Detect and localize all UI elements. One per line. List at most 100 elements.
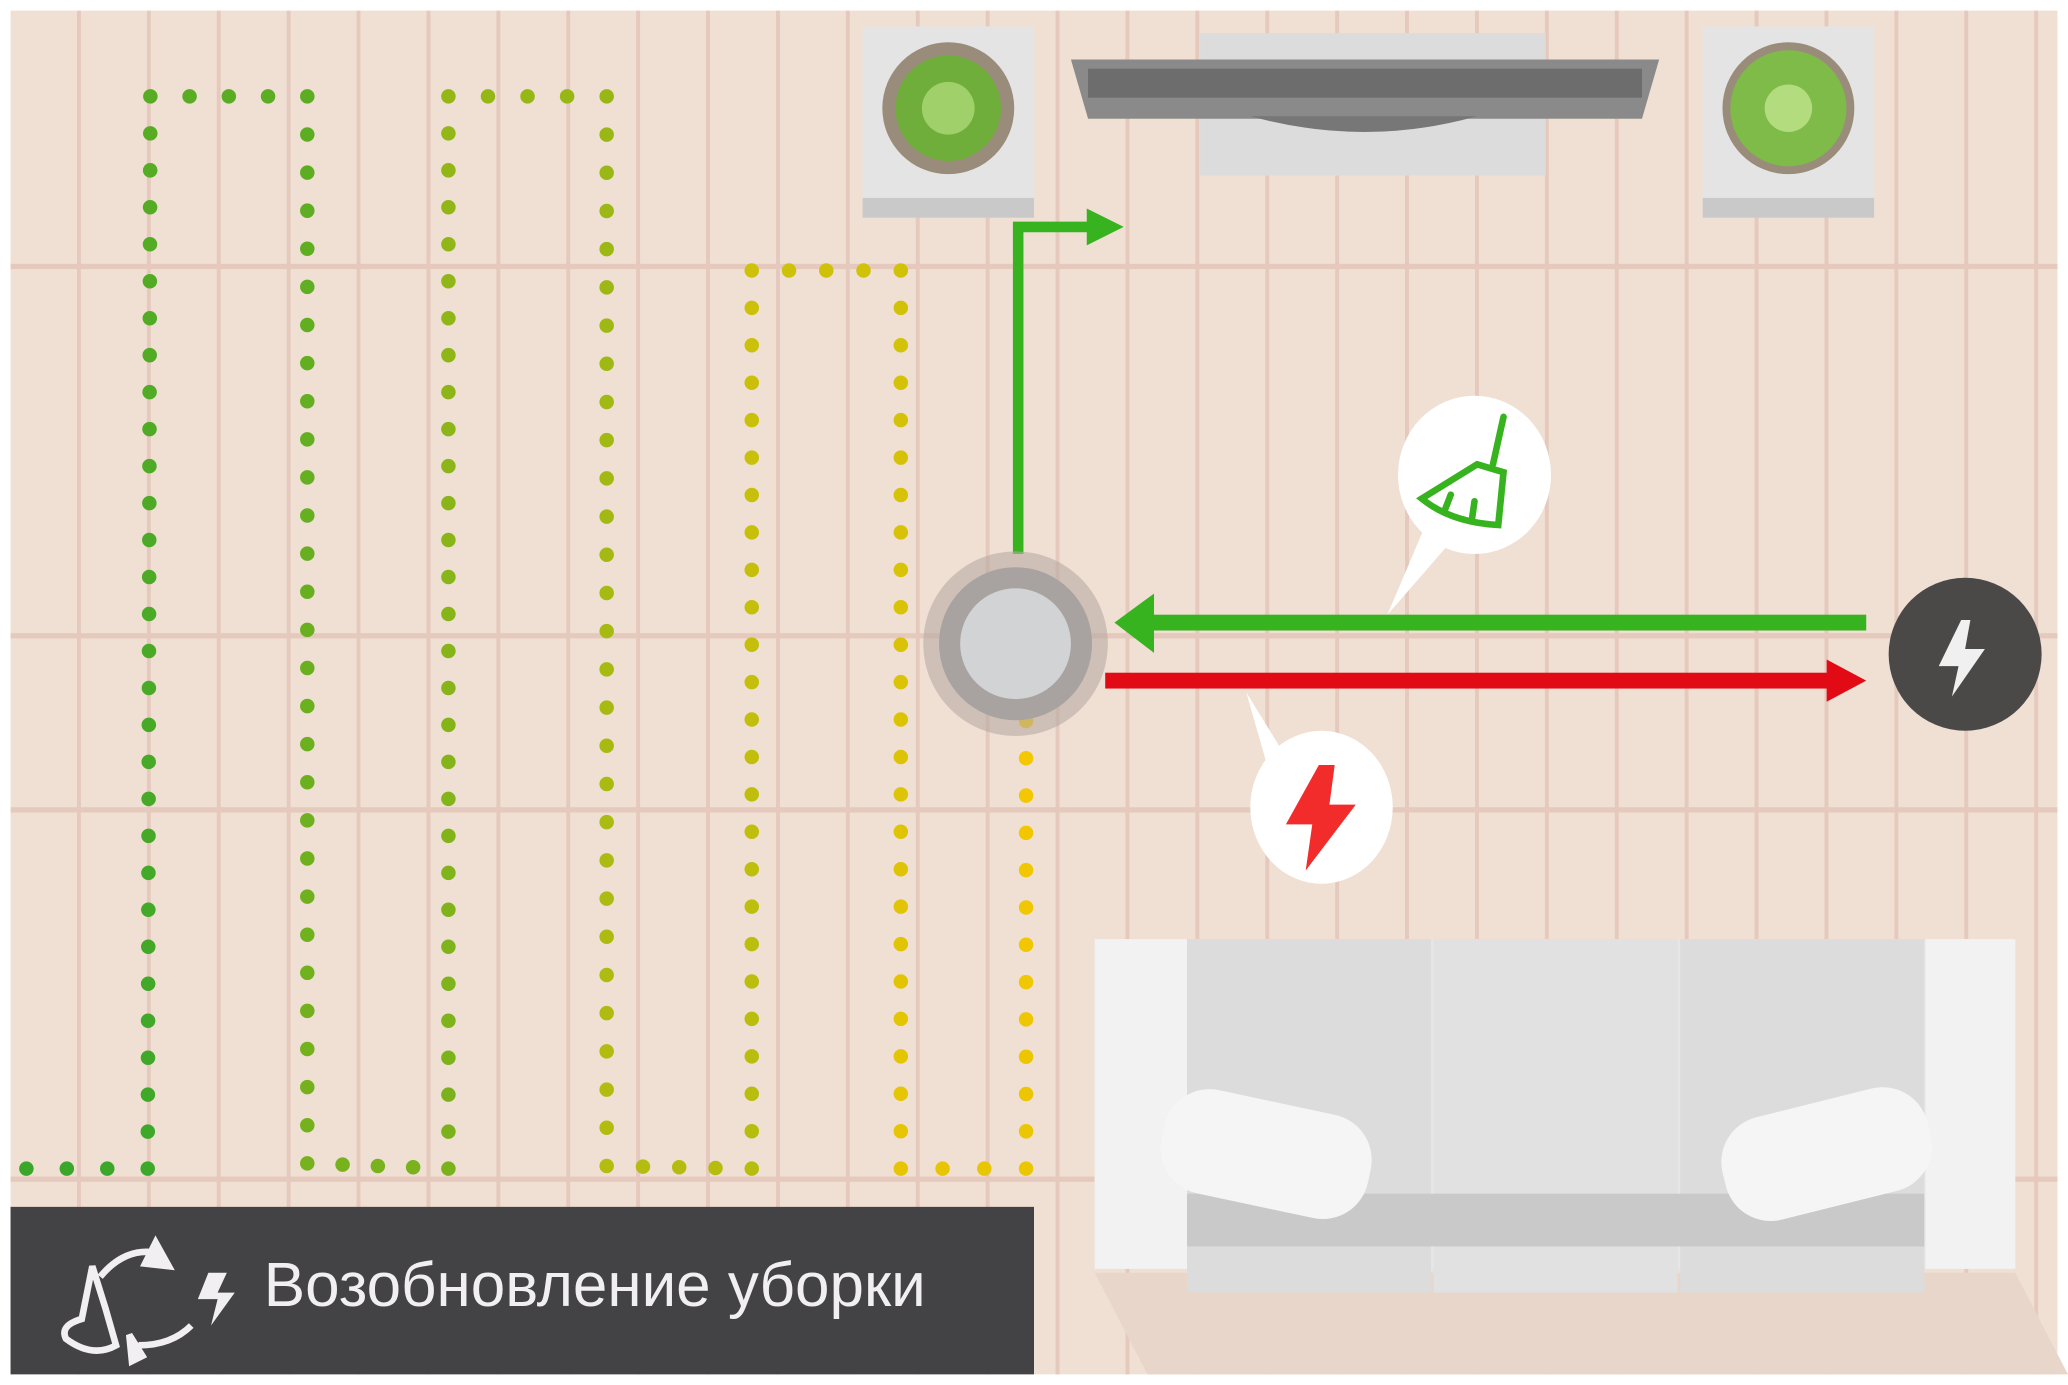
path-dot xyxy=(893,562,909,578)
path-dot xyxy=(370,1158,386,1174)
path-dot xyxy=(893,1086,909,1102)
path-dot xyxy=(141,680,157,696)
plank-line xyxy=(915,10,920,1375)
path-dot xyxy=(300,393,315,409)
path-dot xyxy=(441,347,456,363)
path-dot xyxy=(142,200,158,215)
plank-line xyxy=(1195,10,1200,1375)
path-dot xyxy=(744,263,760,278)
path-dot xyxy=(671,1160,687,1175)
path-dot xyxy=(141,939,156,955)
path-dot xyxy=(142,384,157,400)
path-dot xyxy=(893,525,909,540)
path-dot xyxy=(708,1160,723,1176)
path-dot xyxy=(142,163,158,178)
path-dot xyxy=(559,89,575,104)
path-dot xyxy=(142,421,157,437)
tv-icon xyxy=(1070,33,1660,176)
broom-icon xyxy=(1416,413,1508,529)
path-dot xyxy=(300,775,315,790)
path-dot xyxy=(441,828,456,844)
path-dot xyxy=(300,89,315,104)
path-dot xyxy=(1018,1124,1034,1139)
path-dot xyxy=(599,891,614,906)
path-dot xyxy=(744,300,760,316)
path-dot xyxy=(1018,751,1034,766)
path-dot xyxy=(893,974,909,989)
path-dot xyxy=(441,643,456,659)
plank-line xyxy=(1754,10,1759,1375)
path-dot xyxy=(744,487,760,503)
path-dot xyxy=(599,700,614,715)
plank-line xyxy=(1474,10,1479,1375)
path-dot xyxy=(819,263,834,278)
plank-line xyxy=(1824,10,1829,1375)
path-dot xyxy=(599,814,614,830)
path-dot xyxy=(599,1082,614,1097)
plank-line xyxy=(216,10,221,1375)
path-dot xyxy=(599,547,614,563)
pillow xyxy=(1160,1089,1372,1220)
pillow xyxy=(1721,1087,1932,1222)
path-dot xyxy=(441,606,456,622)
path-dot xyxy=(744,1123,760,1139)
path-dot xyxy=(893,600,909,615)
path-dot xyxy=(300,622,315,638)
path-dot xyxy=(300,736,315,752)
path-dot xyxy=(300,203,315,218)
path-dot xyxy=(441,273,456,289)
path-dot xyxy=(893,712,909,727)
path-dot xyxy=(1018,1012,1034,1027)
path-dot xyxy=(143,89,158,104)
plant-right xyxy=(1702,26,1875,218)
plank-line xyxy=(566,10,571,1375)
plank-line xyxy=(845,10,850,1375)
path-dot xyxy=(59,1161,75,1176)
path-dot xyxy=(300,508,315,523)
path-dot xyxy=(300,1117,315,1133)
path-dot xyxy=(140,1124,156,1139)
robot-vacuum-icon[interactable] xyxy=(923,551,1108,737)
path-dot xyxy=(142,495,157,511)
path-dot xyxy=(441,310,456,326)
path-dot xyxy=(300,279,315,295)
path-dot xyxy=(441,569,456,585)
path-dot xyxy=(935,1161,950,1176)
path-dot xyxy=(893,749,909,765)
path-dot xyxy=(744,1049,760,1064)
path-dot xyxy=(1018,862,1034,878)
path-dot xyxy=(744,712,760,727)
banner-title: Возобновление уборки xyxy=(264,1251,926,1320)
path-dot xyxy=(300,1041,315,1057)
path-dot xyxy=(441,865,456,881)
plank-line xyxy=(1265,10,1270,1375)
path-dot xyxy=(140,1161,155,1176)
path-dot xyxy=(893,300,909,316)
path-dot xyxy=(441,939,456,955)
path-dot xyxy=(300,1156,315,1171)
plank-line xyxy=(775,10,780,1375)
path-dot xyxy=(893,1161,909,1176)
path-dot xyxy=(300,165,315,180)
charging-dock-icon[interactable] xyxy=(1888,577,2042,731)
path-dot xyxy=(405,1160,421,1175)
path-dot xyxy=(744,562,760,578)
path-dot xyxy=(599,165,614,181)
plank-line xyxy=(2034,10,2039,1375)
path-dot xyxy=(441,1050,456,1065)
path-dot xyxy=(141,791,156,807)
path-dot xyxy=(744,1161,760,1176)
path-dot xyxy=(744,861,760,877)
broom-bubble xyxy=(1387,395,1551,615)
path-dot xyxy=(141,754,156,770)
path-dot xyxy=(441,754,456,770)
path-dot xyxy=(599,1158,614,1174)
path-dot xyxy=(143,126,158,141)
path-dot xyxy=(300,317,315,333)
path-dot xyxy=(441,421,456,437)
path-dot xyxy=(19,1161,34,1176)
path-dot xyxy=(599,241,614,257)
path-dot xyxy=(141,606,157,622)
path-dot xyxy=(441,237,456,252)
